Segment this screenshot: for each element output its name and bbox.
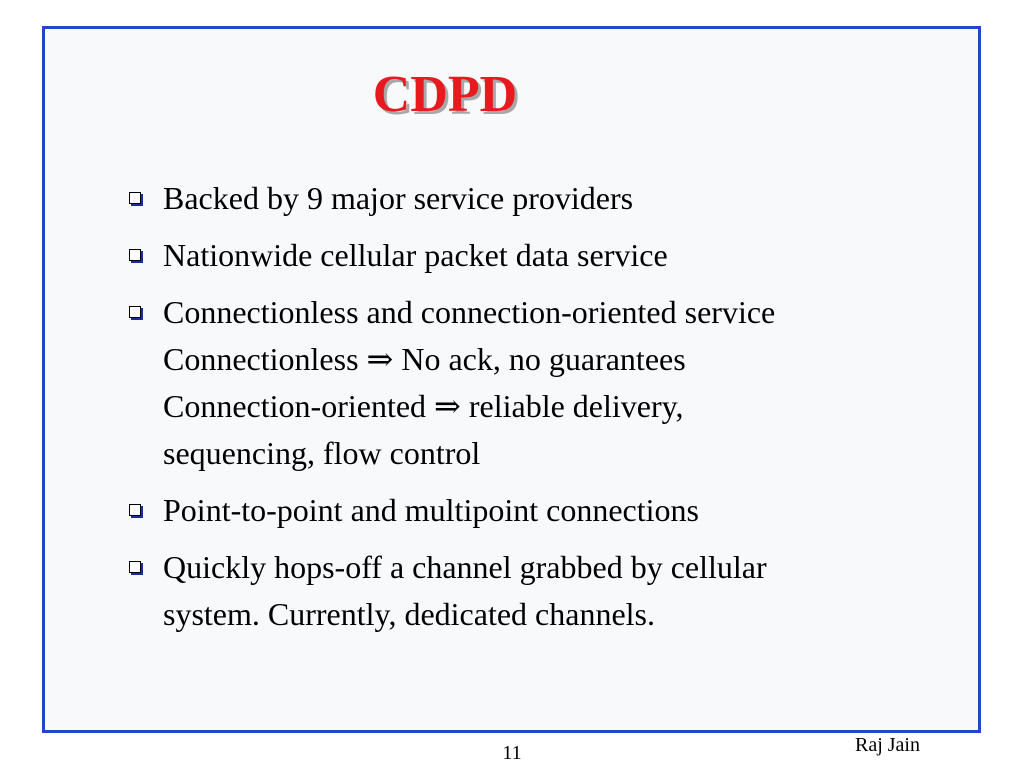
author-name: Raj Jain xyxy=(855,734,920,756)
bullet-text: system. Currently, dedicated channels. xyxy=(163,596,655,632)
bullet-text: sequencing, flow control xyxy=(163,435,481,471)
checkbox-bullet-icon xyxy=(129,306,141,318)
bullet-item: Point-to-point and multipoint connection… xyxy=(125,487,945,534)
bullet-text: Quickly hops-off a channel grabbed by ce… xyxy=(163,549,767,585)
checkbox-bullet-icon xyxy=(129,504,141,516)
bullet-list: Backed by 9 major service providers Nati… xyxy=(125,175,945,648)
checkbox-bullet-icon xyxy=(129,561,141,573)
page-number: 11 xyxy=(502,742,522,764)
bullet-text: Connection-oriented ⇒ reliable delivery, xyxy=(163,388,684,424)
bullet-text: Backed by 9 major service providers xyxy=(163,180,634,216)
slide-frame: CDPD Backed by 9 major service providers… xyxy=(42,26,981,756)
slide-title: CDPD xyxy=(372,66,518,123)
bullet-text: Connectionless ⇒ No ack, no guarantees xyxy=(163,341,686,377)
bullet-text: Nationwide cellular packet data service xyxy=(163,237,668,273)
bullet-item: Nationwide cellular packet data service xyxy=(125,232,945,279)
bullet-text: Point-to-point and multipoint connection… xyxy=(163,492,699,528)
checkbox-bullet-icon xyxy=(129,192,141,204)
bullet-text: Connectionless and connection-oriented s… xyxy=(163,294,776,330)
bullet-item: Backed by 9 major service providers xyxy=(125,175,945,222)
checkbox-bullet-icon xyxy=(129,249,141,261)
bullet-item: Quickly hops-off a channel grabbed by ce… xyxy=(125,544,945,638)
bullet-item: Connectionless and connection-oriented s… xyxy=(125,289,945,477)
